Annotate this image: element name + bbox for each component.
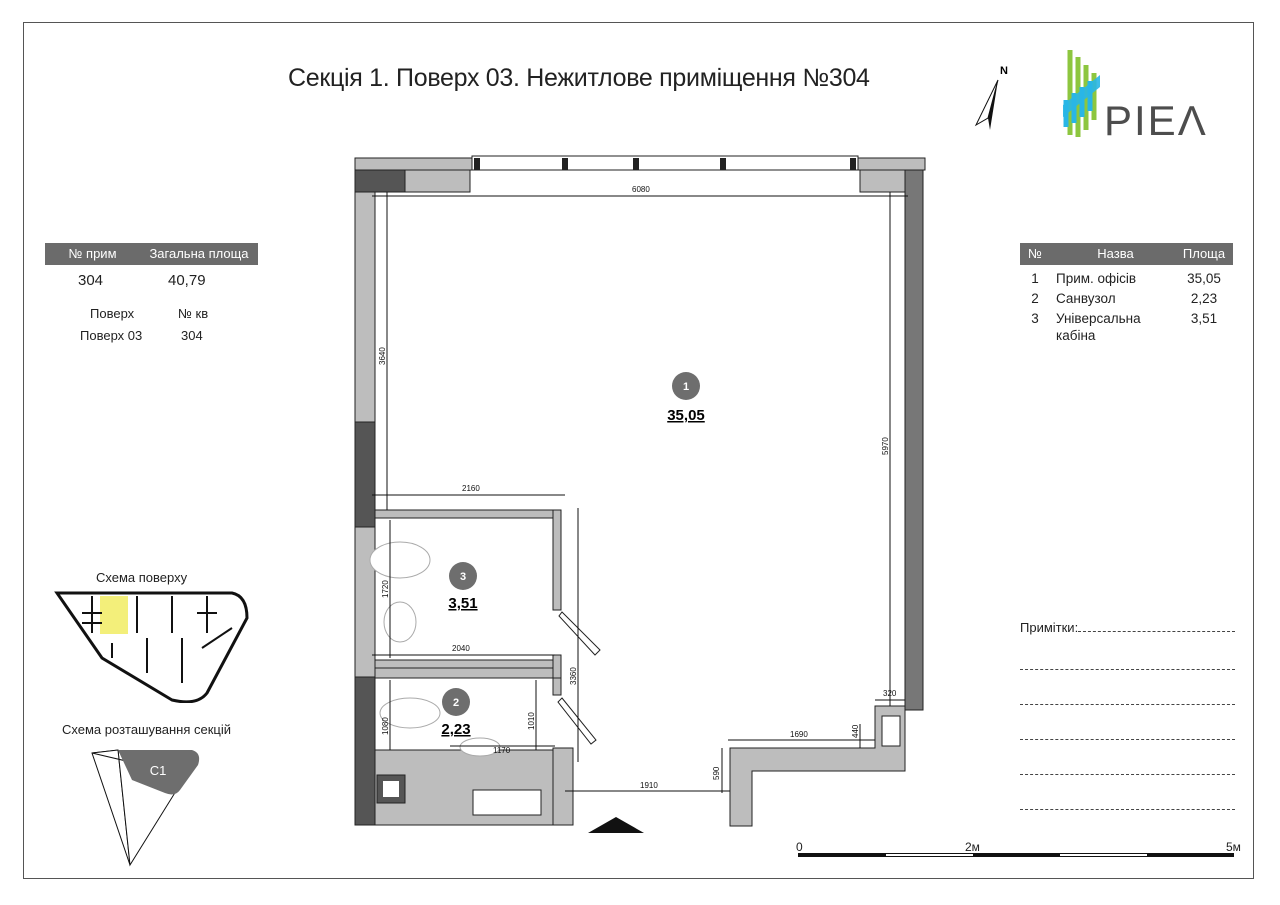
summary-header: № прим Загальна площа — [45, 243, 258, 265]
floor-label: Поверх — [90, 306, 135, 321]
dim-cabin-height: 1720 — [381, 580, 390, 598]
room-2-label: 2 2,23 — [441, 688, 471, 738]
header-name: Назва — [1097, 246, 1134, 261]
sheet-frame — [23, 22, 1254, 879]
row-area: 3,51 — [1190, 311, 1218, 326]
compass-label: N — [1000, 65, 1008, 77]
apt-label: № кв — [178, 306, 209, 321]
notes-label: Примітки: — [1020, 620, 1079, 635]
sections-scheme-label: Схема розташування секцій — [62, 722, 232, 737]
rooms-table: № Назва Площа 1 Прим. офісів 35,05 2 Сан… — [1020, 243, 1233, 344]
dim-ledge-height: 440 — [851, 724, 860, 738]
rooms-table-header: № Назва Площа — [1020, 243, 1233, 265]
unit-number: 304 — [78, 272, 104, 289]
row-name: Санвузол — [1056, 291, 1116, 306]
notes-line — [1020, 809, 1235, 810]
dim-wc-block-height: 3360 — [569, 667, 578, 685]
row-num: 2 — [1031, 291, 1039, 306]
row-area: 2,23 — [1190, 291, 1218, 306]
unit-highlight — [100, 596, 128, 634]
company-logo: PIEΛ — [1063, 50, 1208, 144]
scale-label-0: 0 — [796, 840, 803, 854]
row-num: 3 — [1031, 311, 1039, 326]
row-area: 35,05 — [1187, 271, 1221, 286]
row-name: Універсальна кабіна — [1056, 311, 1141, 343]
svg-text:2: 2 — [453, 697, 459, 709]
logo-mark-icon — [1063, 50, 1100, 137]
svg-text:2,23: 2,23 — [441, 721, 470, 738]
floor-value: Поверх 03 — [80, 328, 143, 343]
dim-cabin-width-top: 2160 — [462, 484, 480, 493]
dim-ledge-width: 1690 — [790, 730, 808, 739]
logo-text: PIEΛ — [1104, 97, 1208, 144]
dim-right-height: 5970 — [881, 437, 890, 455]
header-total-area: Загальна площа — [149, 246, 249, 261]
dim-top-width: 6080 — [632, 185, 650, 194]
scale-bar — [798, 853, 1234, 857]
notes-line — [1020, 774, 1235, 775]
total-area: 40,79 — [168, 272, 206, 289]
table-row: 2 Санвузол 2,23 — [1020, 290, 1233, 307]
room-3-label: 3 3,51 — [448, 562, 478, 612]
floor-scheme-map — [54, 591, 249, 703]
scale-label-5m: 5м — [1226, 840, 1241, 854]
sections-scheme-map: C1 — [91, 749, 200, 867]
notes-line — [1020, 739, 1235, 740]
header-num: № — [1028, 246, 1042, 261]
notes-line — [1020, 669, 1235, 670]
table-row: 1 Прим. офісів 35,05 — [1020, 270, 1233, 287]
dim-wc-height-right: 1010 — [527, 712, 536, 730]
notes-line — [1020, 704, 1235, 705]
entrance-arrow-icon — [588, 817, 644, 833]
svg-text:35,05: 35,05 — [667, 407, 705, 424]
dim-left-height: 3640 — [378, 347, 387, 365]
floor-plan: 6080 3640 5970 2160 2040 1720 3360 1080 … — [354, 155, 926, 833]
room-1-label: 1 35,05 — [667, 372, 705, 424]
page-title: Секція 1. Поверх 03. Нежитлове приміщенн… — [288, 64, 870, 92]
svg-text:3: 3 — [460, 571, 466, 583]
dim-wc-height-left: 1080 — [381, 717, 390, 735]
row-name: Прим. офісів — [1056, 271, 1137, 286]
floor-scheme-label: Схема поверху — [96, 570, 188, 585]
scale-label-2m: 2м — [965, 840, 980, 854]
svg-text:3,51: 3,51 — [448, 595, 477, 612]
notes-area: Примітки: — [1020, 620, 1235, 810]
table-row: 3 Універсальна кабіна 3,51 — [1020, 310, 1233, 344]
header-unit-number: № прим — [68, 246, 117, 261]
dim-cabin-width-bottom: 2040 — [452, 644, 470, 653]
dim-bottom-width: 1910 — [640, 781, 658, 790]
section-label: C1 — [150, 763, 167, 778]
dim-corner-width: 320 — [883, 689, 897, 698]
dim-step-height: 590 — [712, 766, 721, 780]
north-arrow-icon: N — [974, 65, 1008, 130]
apt-value: 304 — [181, 328, 203, 343]
dim-wc-sink-width: 1170 — [493, 746, 511, 755]
svg-text:1: 1 — [683, 381, 689, 393]
header-area: Площа — [1182, 246, 1226, 261]
row-num: 1 — [1031, 271, 1039, 286]
